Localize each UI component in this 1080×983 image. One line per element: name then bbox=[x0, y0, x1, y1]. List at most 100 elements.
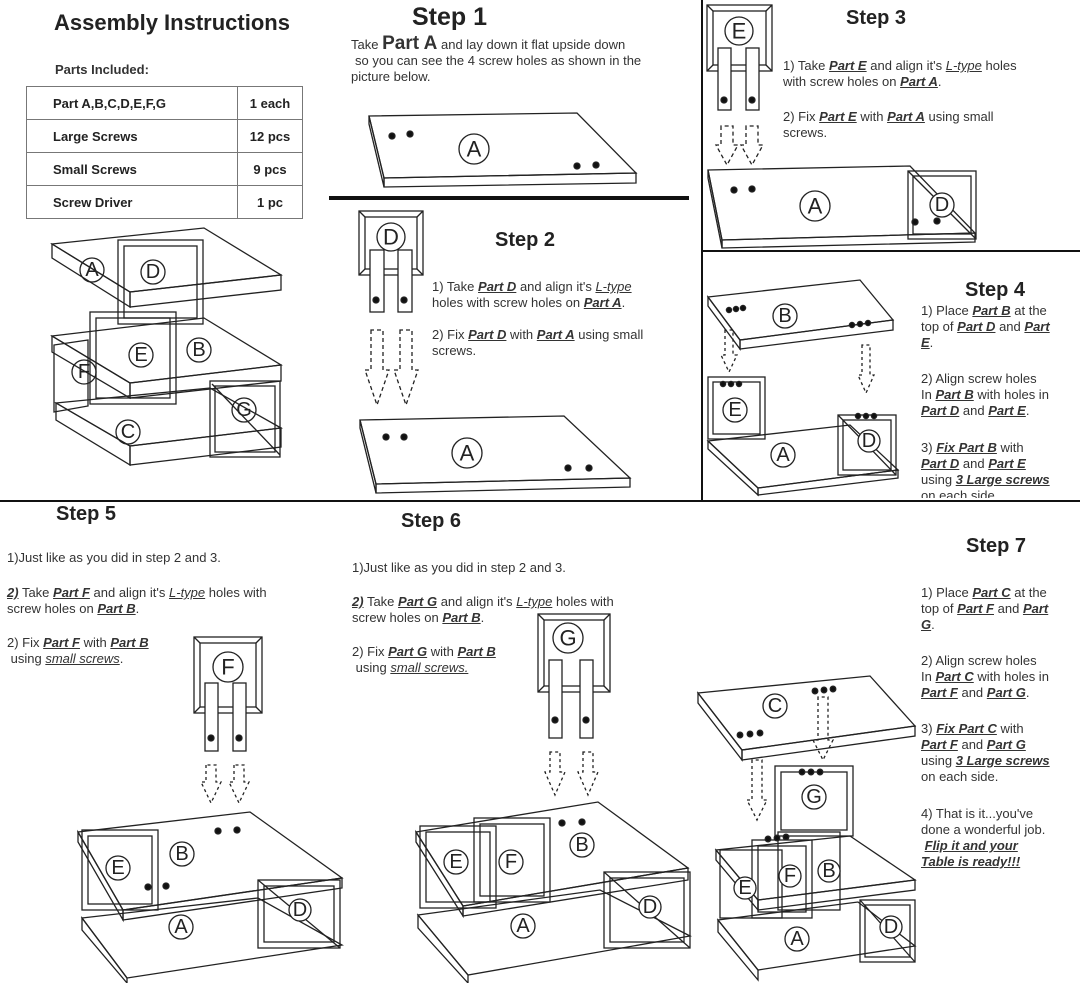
step1-line3: picture below. bbox=[351, 69, 431, 84]
parts-table: Part A,B,C,D,E,F,G 1 each Large Screws 1… bbox=[26, 86, 303, 219]
text: with bbox=[1000, 440, 1024, 455]
part-ref: E bbox=[921, 335, 930, 350]
text: 1) Take bbox=[783, 58, 826, 73]
step5-diagram: F E B A D bbox=[76, 636, 344, 983]
label-A: A bbox=[776, 444, 790, 466]
part-ref: 3 Large screws bbox=[955, 472, 1050, 487]
step6-instruction-1: 1)Just like as you did in step 2 and 3. bbox=[352, 560, 566, 575]
label-G: G bbox=[236, 399, 252, 421]
label-B: B bbox=[822, 860, 835, 882]
divider-step3-step4 bbox=[702, 250, 1080, 252]
text: with holes in bbox=[977, 669, 1049, 684]
part-ref: Part E bbox=[819, 109, 857, 124]
ltype-ref: L-type bbox=[945, 58, 982, 73]
part-ref: Part G bbox=[388, 644, 428, 659]
step3-instruction-2: 2) Fix Part E with Part A using small sc… bbox=[783, 109, 1073, 141]
step1-part: Part A bbox=[382, 33, 438, 54]
label-D: D bbox=[935, 194, 949, 216]
part-ref: Part F bbox=[53, 585, 90, 600]
step5-instruction-1: 1)Just like as you did in step 2 and 3. bbox=[7, 550, 221, 565]
step6-instruction-3: 2) Fix Part G with Part B using small sc… bbox=[352, 644, 542, 676]
label-C: C bbox=[768, 695, 782, 717]
part-ref: Part D bbox=[468, 327, 507, 342]
step6-title: Step 6 bbox=[401, 510, 462, 532]
text: and bbox=[962, 403, 985, 418]
text: 2) bbox=[352, 594, 364, 609]
text: . bbox=[937, 74, 942, 89]
part-ref: Part E bbox=[988, 403, 1026, 418]
step2-title: Step 2 bbox=[495, 229, 556, 251]
text: 2) Fix bbox=[783, 109, 816, 124]
step2-instruction-1: 1) Take Part D and align it's L-type hol… bbox=[432, 279, 692, 311]
part-qty: 9 pcs bbox=[237, 152, 303, 186]
step7-instruction-4: 4) That is it...you've done a wonderful … bbox=[921, 806, 1079, 870]
step6-diagram: G E F B A D bbox=[414, 613, 693, 983]
page-title: Assembly Instructions bbox=[54, 10, 290, 35]
label-A: A bbox=[516, 915, 530, 937]
part-ref: 3 Large screws bbox=[955, 753, 1050, 768]
step1-line2: so you can see the 4 screw holes as show… bbox=[355, 53, 642, 68]
part-qty: 12 pcs bbox=[237, 119, 303, 153]
text: Take bbox=[21, 585, 50, 600]
part-ref: Part G bbox=[398, 594, 438, 609]
part-ref: Part E bbox=[829, 58, 867, 73]
text: holes bbox=[985, 58, 1017, 73]
label-E: E bbox=[738, 877, 751, 899]
step1-text: Take Part A and lay down it flat upside … bbox=[351, 33, 701, 85]
text: top of bbox=[921, 319, 954, 334]
small-screws-ref: small screws. bbox=[390, 660, 469, 675]
step3-diagram: E A D bbox=[706, 4, 977, 249]
part-name: Screw Driver bbox=[26, 185, 238, 219]
label-A: A bbox=[467, 137, 482, 162]
ltype-ref: L-type bbox=[595, 279, 632, 294]
parts-heading: Parts Included: bbox=[55, 62, 149, 77]
text: 3) bbox=[921, 440, 933, 455]
part-ref: Part F bbox=[43, 635, 80, 650]
part-ref: Part G bbox=[986, 737, 1026, 752]
divider-horizontal-main bbox=[0, 500, 1080, 502]
divider-step1-step2 bbox=[329, 196, 689, 200]
text: on each side. bbox=[921, 488, 999, 498]
text: 1) Place bbox=[921, 303, 969, 318]
text: with bbox=[510, 327, 534, 342]
step1-take: Take bbox=[351, 37, 379, 52]
text: screw holes on bbox=[352, 610, 439, 625]
text: 2) bbox=[7, 585, 19, 600]
label-G: G bbox=[559, 626, 576, 651]
text: In bbox=[921, 669, 932, 684]
label-E: E bbox=[111, 857, 124, 879]
text: 3) bbox=[921, 721, 933, 736]
text: 2) Fix bbox=[7, 635, 40, 650]
part-ref: Part A bbox=[583, 295, 622, 310]
text: . bbox=[1025, 685, 1030, 700]
part-ref: Part D bbox=[957, 319, 996, 334]
label-B: B bbox=[778, 305, 791, 327]
part-ref: Part A bbox=[900, 74, 938, 89]
text: 1) Place bbox=[921, 585, 969, 600]
table-row: Screw Driver 1 pc bbox=[26, 185, 303, 219]
label-E: E bbox=[134, 344, 147, 366]
text: using bbox=[355, 660, 387, 675]
text: 4) That is it...you've bbox=[921, 806, 1034, 821]
text: done a wonderful job. bbox=[921, 822, 1046, 837]
part-ref: Part G bbox=[986, 685, 1026, 700]
text: and bbox=[961, 685, 984, 700]
step7-diagram: C G E F B A D bbox=[696, 675, 917, 982]
label-F: F bbox=[505, 851, 517, 873]
step7-instruction-1: 1) Place Part C at the top of Part F and… bbox=[921, 585, 1079, 633]
text: using small bbox=[578, 327, 644, 342]
text: using bbox=[10, 651, 42, 666]
part-name: Small Screws bbox=[26, 152, 238, 186]
ltype-ref: L-type bbox=[169, 585, 206, 600]
part-ref: Part B bbox=[442, 610, 481, 625]
small-screws-ref: small screws bbox=[45, 651, 120, 666]
step2-diagram: D A bbox=[358, 210, 632, 494]
text: and bbox=[999, 319, 1021, 334]
text: 2) Align screw holes bbox=[921, 371, 1037, 386]
text: with bbox=[430, 644, 454, 659]
label-C: C bbox=[121, 421, 135, 443]
part-ref: Part F bbox=[957, 601, 994, 616]
text: . bbox=[621, 295, 626, 310]
part-ref: Part E bbox=[988, 456, 1026, 471]
step5-instruction-3: 2) Fix Part F with Part B using small sc… bbox=[7, 635, 207, 667]
